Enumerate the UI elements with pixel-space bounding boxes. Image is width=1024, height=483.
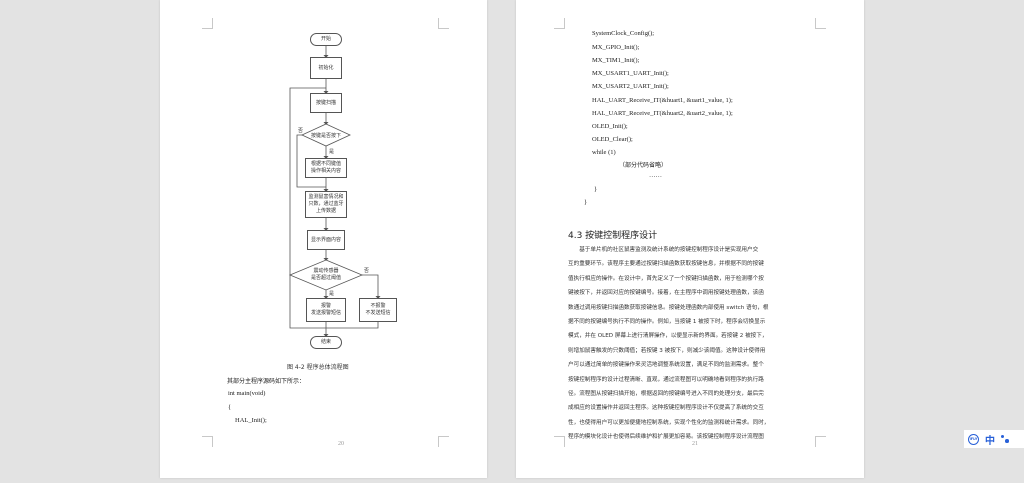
decision1-yes-label: 是 — [329, 149, 335, 155]
document-page-21: SystemClock_Config(); MX_GPIO_Init(); MX… — [516, 0, 864, 478]
code-line: HAL_UART_Receive_IT(&huart2, &uart2_valu… — [592, 110, 733, 117]
flowchart-connectors — [288, 46, 381, 337]
margin-corner-mark — [815, 18, 826, 29]
margin-corner-mark — [815, 436, 826, 447]
decision2-line2: 是否超过阈值 — [310, 275, 341, 281]
display-process: 显示界面内容 — [307, 230, 345, 250]
program-flowchart: 开始 初始化 按键扫描 按键是否按下 否 是 根据不同键值 操作相关内容 监测鼠… — [160, 0, 487, 360]
margin-corner-mark — [554, 436, 565, 447]
monitor-line3: 上传数据 — [315, 208, 336, 214]
monitor-line2: 只数，通过蓝牙 — [308, 201, 344, 207]
page-number: 21 — [692, 441, 698, 447]
figure-caption: 图 4-2 程序总体流程图 — [287, 364, 349, 371]
document-page-20: 开始 初始化 按键扫描 按键是否按下 否 是 根据不同键值 操作相关内容 监测鼠… — [160, 0, 487, 478]
body-paragraph: 基于单片机的社区鼠害监测及统计系统的按键控制程序设计是实现用户交 互的重要环节。… — [568, 243, 812, 445]
language-toggle[interactable]: 中 — [985, 435, 995, 447]
paragraph-line: 值执行相应的操作。在设计中，首先定义了一个按键扫描函数，用于检测哪个按 — [568, 275, 764, 282]
start-terminal: 开始 — [310, 33, 342, 46]
paragraph-line: 数通过调用按键扫描函数获取按键信息。按键处理函数内部使用 switch 语句，根 — [568, 304, 769, 311]
no-alarm-process: 不报警 不发送短信 — [359, 298, 397, 322]
alarm-line2: 发送报警短信 — [310, 310, 341, 316]
alarm-process: 报警 发送报警短信 — [306, 298, 346, 322]
margin-corner-mark — [554, 18, 565, 29]
code-line: MX_USART1_UART_Init(); — [592, 70, 669, 77]
code-line: OLED_Clear(); — [592, 136, 633, 143]
paragraph-line: 径。流程图从按键扫描开始，根据返回的按键编号进入不同的处理分支，最后完 — [568, 391, 764, 398]
code-line: } — [584, 199, 588, 206]
key-action-line1: 根据不同键值 — [310, 161, 341, 167]
margin-corner-mark — [438, 18, 449, 29]
decision2-line1: 震动传感器 — [313, 268, 339, 274]
paragraph-line: 成相应的设置操作并返回主程序。这种按键控制程序设计不仅提高了系统的交互 — [568, 405, 764, 412]
page-number: 20 — [338, 441, 344, 447]
code-ellipsis: …… — [649, 172, 662, 179]
key-action-line2: 操作相关内容 — [310, 168, 341, 174]
code-line: int main(void) — [228, 390, 266, 397]
code-line: { — [228, 404, 232, 411]
key-pressed-decision-label: 按键是否按下 — [310, 133, 341, 139]
code-line: SystemClock_Config(); — [592, 30, 655, 37]
paragraph-line: 模式，并在 OLED 屏幕上进行清屏操作，以便显示新的界面。若按键 2 被按下， — [568, 333, 768, 340]
end-terminal: 结束 — [310, 336, 342, 349]
ime-logo-icon[interactable]: iFLY — [968, 433, 979, 445]
code-line: MX_GPIO_Init(); — [592, 44, 640, 51]
paragraph-line: 基于单片机的社区鼠害监测及统计系统的按键控制程序设计是实现用户交 — [568, 247, 759, 253]
monitor-upload-process: 监测鼠害情况和 只数，通过蓝牙 上传数据 — [305, 191, 347, 218]
paragraph-line: 户可以通过简单的按键操作来灵活地调整系统设置，满足不同的监测需求。整个 — [568, 362, 764, 369]
margin-corner-mark — [438, 436, 449, 447]
key-action-process: 根据不同键值 操作相关内容 — [305, 158, 347, 178]
paragraph-line: 则增加鼠害触发的只数阈值；若按键 3 被按下，则减少该阈值。这种设计使得用 — [568, 347, 766, 354]
margin-corner-mark — [202, 436, 213, 447]
ime-toolbar[interactable]: iFLY 中 — [964, 430, 1024, 448]
paragraph-line: 性，也使得用户可以更加便捷地控制系统，实现个性化的监测和统计需求。同时， — [568, 419, 770, 426]
code-line: HAL_Init(); — [235, 417, 267, 424]
decision1-no-label: 否 — [298, 128, 304, 134]
no-alarm-line1: 不报警 — [370, 303, 386, 309]
paragraph-line: 互的重要环节。该程序主要通过按键扫描函数获取按键信息，并根据不同的按键 — [568, 261, 764, 268]
code-line: MX_TIM1_Init(); — [592, 57, 640, 64]
code-line: MX_USART2_UART_Init(); — [592, 83, 669, 90]
section-heading: 4.3 按键控制程序设计 — [568, 231, 658, 241]
punctuation-icon[interactable] — [1001, 434, 1009, 444]
decision2-no-label: 否 — [364, 268, 370, 274]
alarm-line1: 报警 — [320, 303, 331, 309]
decision2-yes-label: 是 — [329, 291, 335, 297]
code-line: HAL_UART_Receive_IT(&huart1, &uart1_valu… — [592, 97, 733, 104]
code-line: while (1) — [592, 149, 616, 156]
paragraph-line: 按键控制程序的设计过程清晰、直观，通过流程图可以明确地看到程序的执行路 — [568, 376, 764, 383]
key-scan-process: 按键扫描 — [310, 93, 342, 113]
code-omitted-note: （部分代码省略） — [619, 162, 668, 169]
vibration-threshold-decision-label: 震动传感器 是否超过阈值 — [306, 268, 346, 282]
init-process: 初始化 — [310, 57, 342, 79]
code-line: OLED_Init(); — [592, 123, 628, 130]
no-alarm-line2: 不发送短信 — [365, 310, 391, 316]
monitor-line1: 监测鼠害情况和 — [308, 194, 344, 200]
paragraph-line: 键被按下，并返回对应的按键编号。接着，在主程序中调用按键处理函数，该函 — [568, 290, 764, 297]
paragraph-line: 程序的模块化设计也使得后续维护和扩展更加容易。该按键控制程序设计流程图 — [568, 434, 764, 441]
paragraph-line: 据不同的按键编号执行不同的操作。例如，当按键 1 被按下时，程序会切换显示 — [568, 319, 766, 326]
code-intro-text: 其部分主程序源码如下所示： — [227, 378, 306, 385]
code-line: } — [594, 186, 598, 193]
margin-corner-mark — [202, 18, 213, 29]
